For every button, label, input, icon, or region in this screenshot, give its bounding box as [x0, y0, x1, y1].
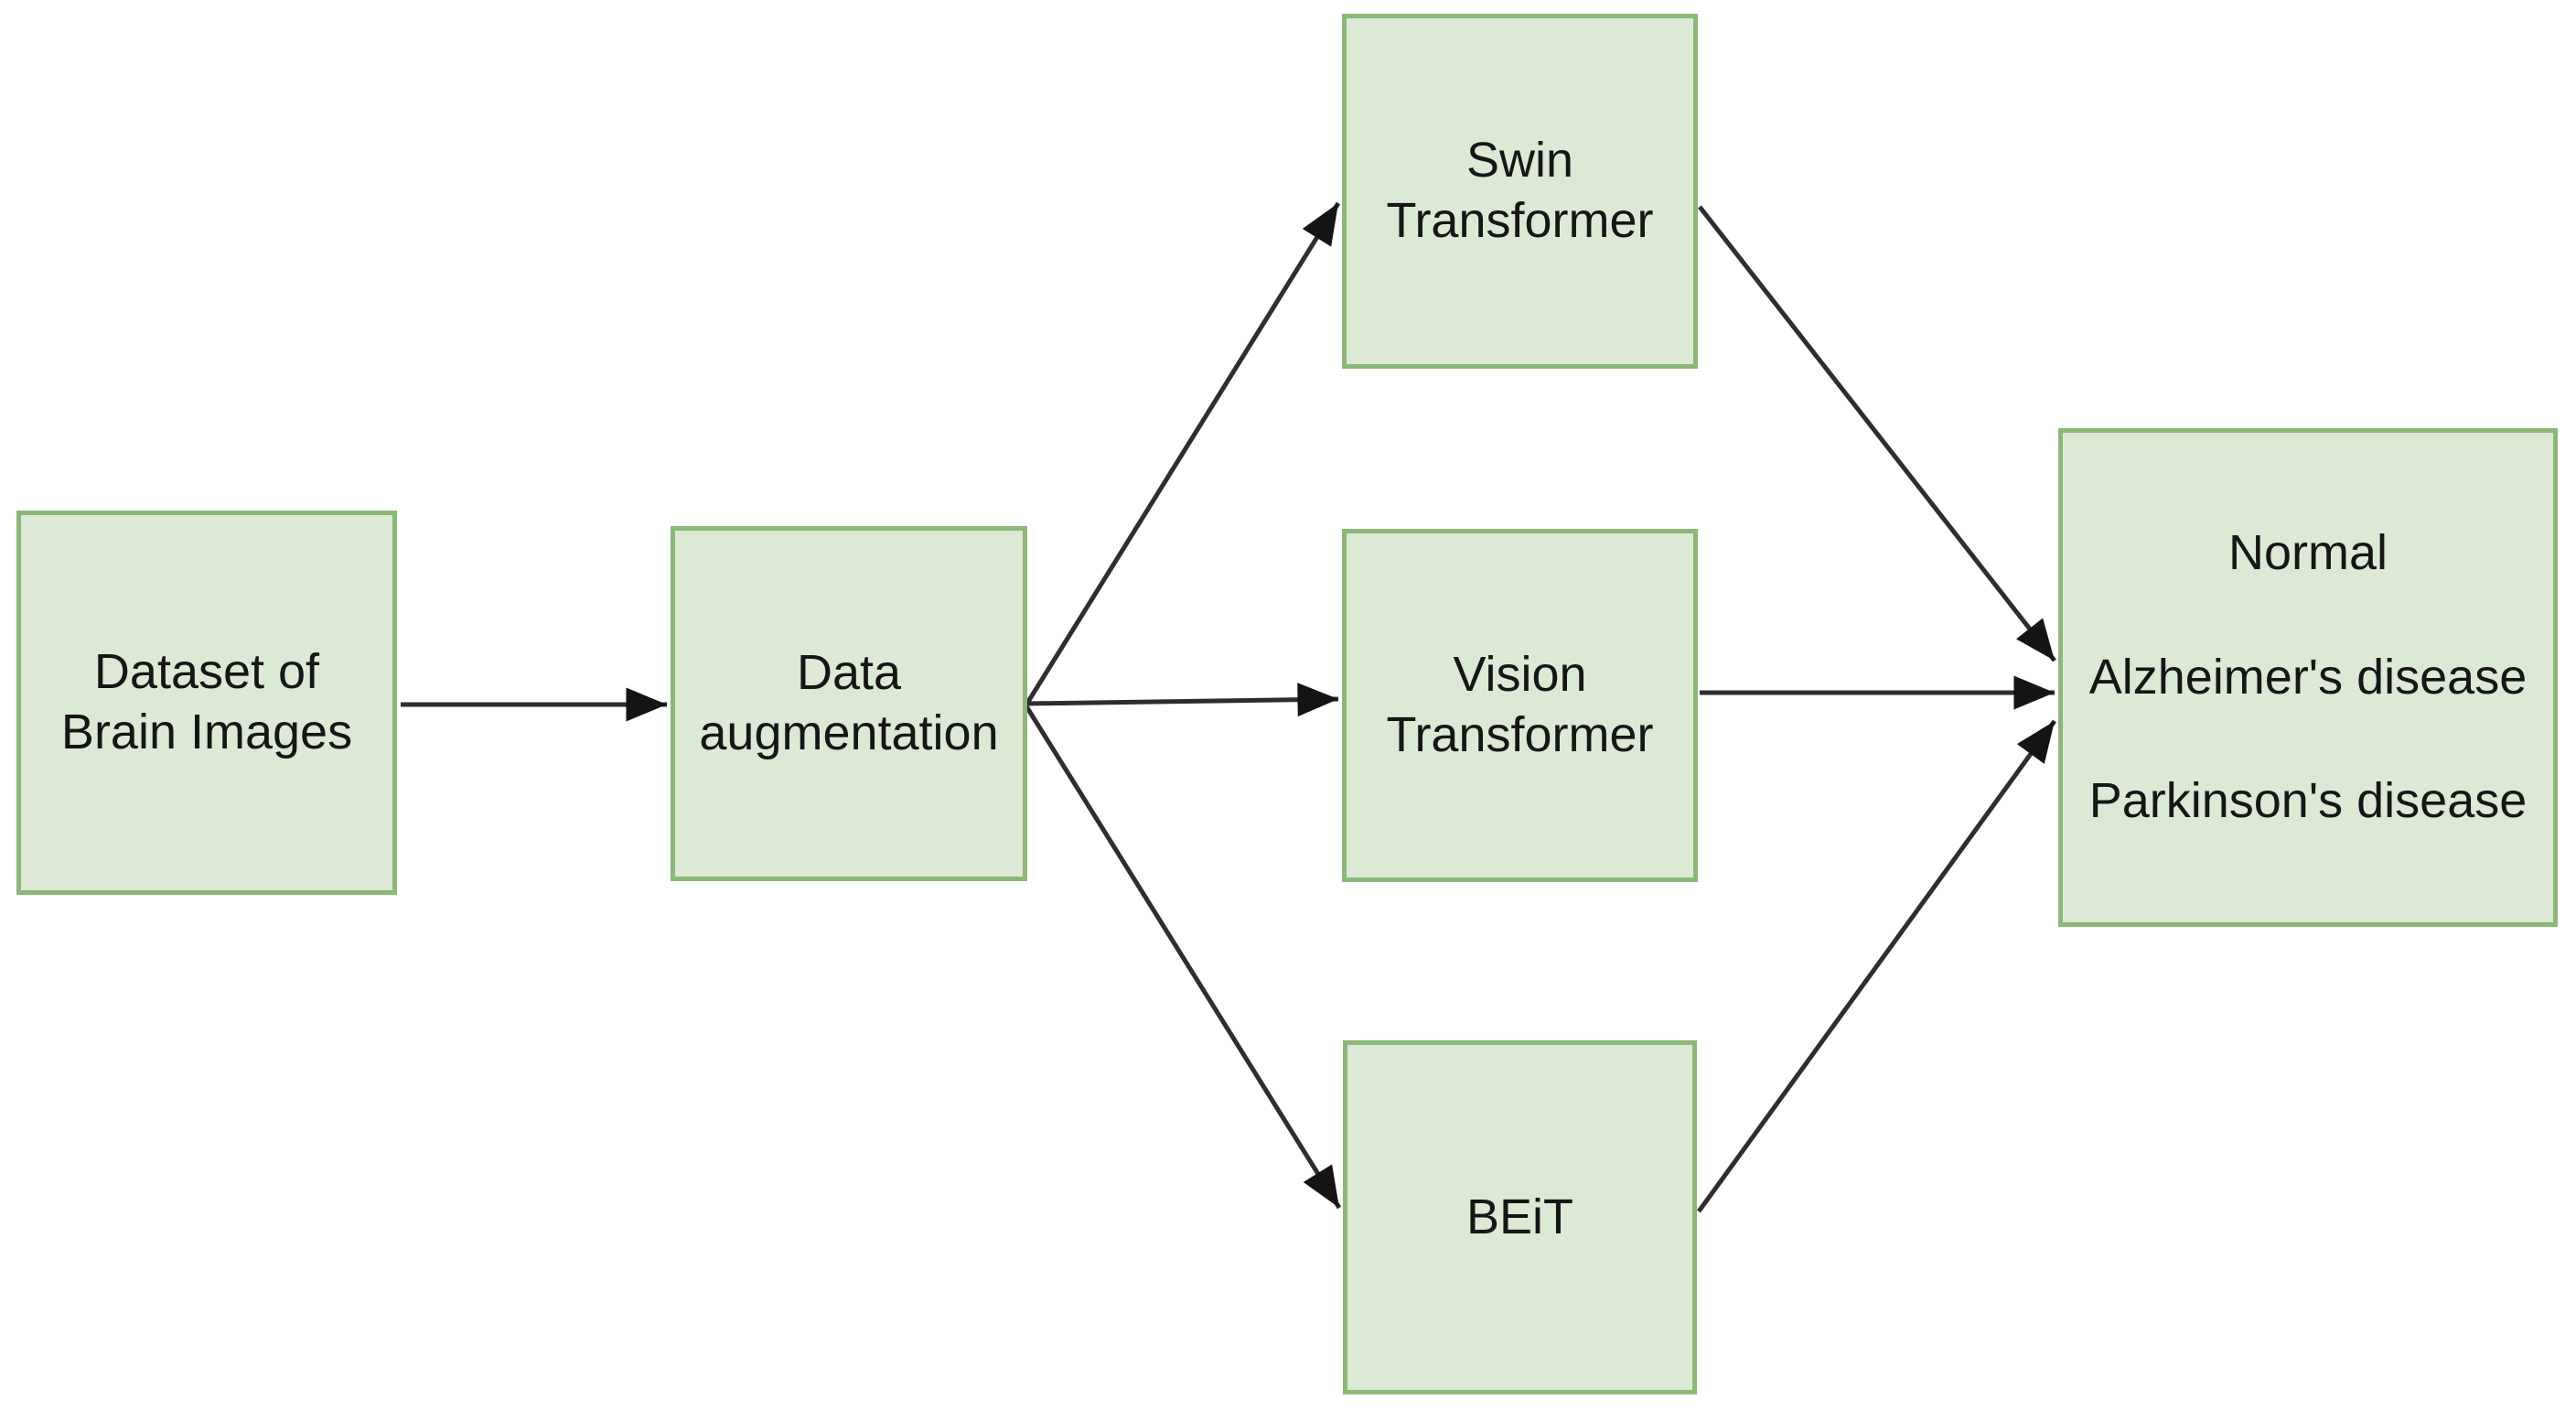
edge-augmentation-to-beit	[1024, 705, 1342, 1210]
node-label: Normal Alzheimer's disease Parkinson's d…	[2089, 523, 2528, 833]
node-label: Data augmentation	[699, 643, 998, 764]
edge-augmentation-to-vit	[1025, 683, 1339, 717]
node-label: Vision Transformer	[1386, 645, 1653, 766]
node-label: Swin Transformer	[1386, 131, 1653, 252]
node-label-line: Parkinson's disease	[2088, 773, 2528, 829]
node-beit: BEiT	[1343, 1040, 1697, 1394]
node-label-line: Vision	[1453, 647, 1587, 703]
node-label: Dataset of Brain Images	[61, 642, 352, 763]
node-label-line: Normal	[2227, 524, 2388, 580]
edge-beit-to-output	[1696, 719, 2057, 1213]
node-label: BEiT	[1466, 1188, 1573, 1248]
edge-augmentation-to-swin	[1024, 201, 1341, 706]
node-label-line: Transformer	[1386, 707, 1654, 762]
node-label-line: Brain Images	[60, 705, 353, 759]
node-label-line: augmentation	[699, 705, 999, 760]
node-label-line: BEiT	[1465, 1189, 1574, 1244]
node-dataset-of-brain-images: Dataset of Brain Images	[16, 511, 397, 895]
node-label-line: Swin	[1465, 133, 1574, 188]
node-label-line: Data	[796, 645, 902, 701]
node-label-line: Alzheimer's disease	[2088, 649, 2528, 705]
edge-swin-to-output	[1698, 205, 2056, 662]
node-data-augmentation: Data augmentation	[671, 526, 1027, 881]
node-label-line: Transformer	[1386, 193, 1654, 248]
node-classification-output: Normal Alzheimer's disease Parkinson's d…	[2058, 428, 2558, 927]
node-label-line: Dataset of	[93, 644, 320, 700]
node-vision-transformer: Vision Transformer	[1342, 529, 1698, 882]
node-swin-transformer: Swin Transformer	[1342, 14, 1698, 369]
